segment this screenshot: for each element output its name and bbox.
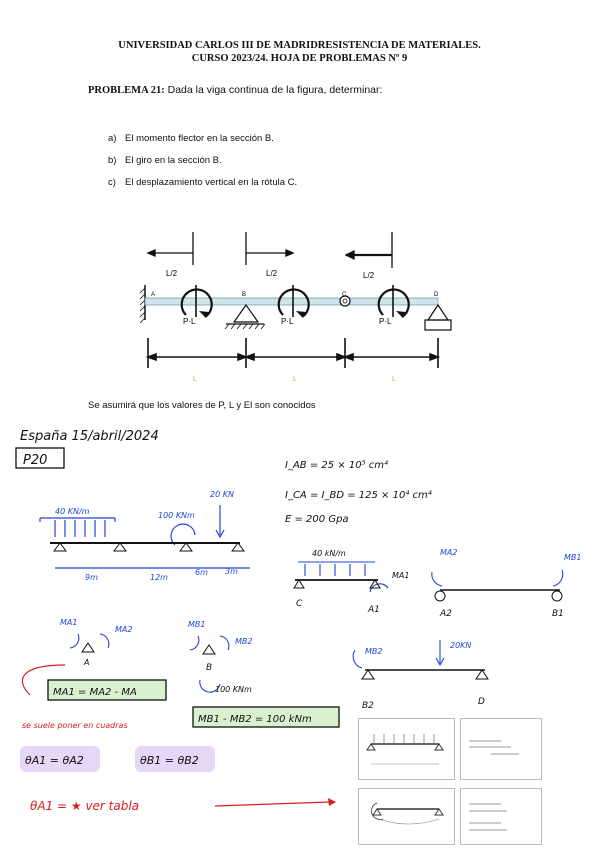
node-label-c: C [342,292,347,298]
arrow-icon [328,798,336,806]
sub-point-load: 20KN [450,641,471,650]
dim-bottom-2: L [293,376,297,383]
table-thumbnail-2 [460,718,542,780]
question-text: El giro en la sección B. [125,155,222,166]
node-label-b: B [242,292,246,298]
equation-a: MA1 = MA2 - MA [53,687,137,698]
dim-top-3: L/2 [363,271,375,280]
mb2-node-label: MB2 [235,637,252,646]
beam-figure: L/2 L/2 L/2 A B C D P·L [139,232,452,383]
sub-load-label: 40 kN/m [312,549,346,558]
question-a: a) El momento flector en la sección B. [108,133,274,144]
node-label-d: D [434,292,439,298]
question-text: El desplazamiento vertical en la rótula … [125,177,298,188]
moment-arrow-icon [277,288,310,318]
node-b1-label: B1 [552,609,564,619]
node-b-label: B [206,663,212,673]
theta-b-equality: θB1 = θB2 [140,754,199,767]
ma2-label: MA2 [440,548,457,557]
document-subtitle: CURSO 2023/24. HOJA DE PROBLEMAS Nº 9 [191,53,408,64]
question-letter: a) [108,133,117,144]
ma2-node-label: MA2 [115,625,132,634]
table-thumbnail-1 [358,718,455,780]
theta-table-note: θA1 = ★ ver tabla [30,799,139,813]
moment-arrow-icon [180,288,213,318]
inertia-ab: I_AB = 25 × 10⁵ cm⁴ [285,459,388,471]
mb1-node-label: MB1 [188,620,205,629]
table-thumbnail-4 [460,788,542,845]
sketch-load: 40 KN/m [55,507,90,516]
node-c-label: C [296,599,303,609]
node-a-label: A [83,658,89,667]
sketch-moment: 100 KNm [158,511,195,520]
problem-text: Dada la viga continua de la figura, dete… [164,84,383,96]
problem-tag: P20 [23,453,47,468]
equation-b: MB1 - MB2 = 100 kNm [198,714,312,725]
question-c: c) El desplazamiento vertical en la rótul… [108,177,297,188]
inertia-cd: I_CA = I_BD = 125 × 10⁴ cm⁴ [285,489,432,501]
note-date: España 15/abril/2024 [20,429,159,444]
modulus-e: E = 200 Gpa [285,514,349,525]
dim-top-1: L/2 [166,269,178,278]
span-3: 6m [195,568,208,577]
question-text: El momento flector en la sección B. [125,133,274,144]
moment-100-label: 100 KNm [215,685,252,694]
mb1-label: MB1 [564,553,581,562]
question-b: b) El giro en la sección B. [108,155,222,166]
red-note: se suele poner en cuadras [22,721,128,730]
sketch-point-load: 20 KN [210,490,234,499]
moment-label-3: P·L [379,317,392,326]
ma1-node-label: MA1 [60,618,77,627]
dim-bottom-3: L [392,376,396,383]
node-a1-label: A1 [367,605,380,615]
question-letter: c) [108,177,116,188]
beam [144,297,439,306]
span-4: 3m [225,567,238,576]
moment-label-2: P·L [281,317,294,326]
problem-statement: PROBLEMA 21: Dada la viga continua de la… [88,84,382,96]
document-title: UNIVERSIDAD CARLOS III DE MADRIDRESISTEN… [118,40,481,51]
moment-arrow-icon [377,288,410,318]
ma1-label: MA1 [392,571,409,580]
span-2: 12m [150,573,168,582]
problem-label: PROBLEMA 21: [88,85,165,96]
node-d-label: D [478,697,485,707]
table-thumbnail-3 [358,788,455,845]
span-1: 9m [85,573,98,582]
dim-bottom-1: L [193,376,197,383]
assumption-text: Se asumirá que los valores de P, L y El … [88,400,316,411]
theta-a-equality: θA1 = θA2 [25,754,84,767]
node-label-a: A [151,292,155,298]
node-a2-label: A2 [439,609,452,619]
question-letter: b) [108,155,117,166]
dim-top-2: L/2 [266,269,278,278]
node-b2-label: B2 [362,701,374,711]
moment-label-1: P·L [183,317,196,326]
pin-support-icon [232,303,260,323]
mb2-beam-label: MB2 [365,647,382,656]
